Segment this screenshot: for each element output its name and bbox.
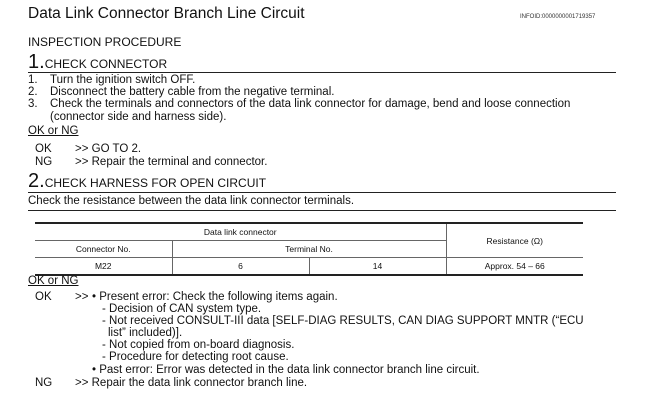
step1-heading: 1.CHECK CONNECTOR [28, 52, 167, 72]
step1-item-3: 3.Check the terminals and connectors of … [28, 98, 571, 110]
step1-item-3-cont: (connector side and harness side). [50, 111, 227, 123]
procedure-heading: INSPECTION PROCEDURE [28, 35, 182, 49]
ok-or-ng-label: OK or NG [28, 275, 79, 287]
header-resistance: Resistance (Ω) [445, 222, 583, 258]
ok-line: • Past error: Error was detected in the … [92, 364, 480, 376]
cell: Approx. 54 – 66 [445, 257, 583, 276]
header-group: Data link connector [35, 222, 447, 241]
divider [28, 210, 616, 211]
instruction: Check the resistance between the data li… [28, 195, 355, 207]
header-connector-no: Connector No. [35, 240, 173, 258]
info-id: INFOID:0000000001719357 [520, 14, 596, 20]
ok-line: - Decision of CAN system type. [102, 303, 262, 315]
ok-line: - Procedure for detecting root cause. [102, 351, 289, 363]
ok-line: • Present error: Check the following ite… [92, 291, 338, 303]
ok-label: OK [35, 143, 52, 155]
ok-line: - Not received CONSULT-III data [SELF-DI… [102, 315, 584, 327]
page-title: Data Link Connector Branch Line Circuit [28, 5, 305, 22]
ok-line: - Not copied from on-board diagnosis. [102, 339, 295, 351]
step-number: 1. [28, 51, 45, 73]
cell: 14 [308, 257, 447, 276]
header-terminal-no: Terminal No. [171, 240, 446, 258]
ok-or-ng-label: OK or NG [28, 125, 79, 137]
divider [28, 192, 616, 193]
cell: 6 [171, 257, 310, 276]
step1-item-2: 2.Disconnect the battery cable from the … [28, 86, 335, 98]
ok-action: >> GO TO 2. [75, 143, 142, 155]
step-title: CHECK HARNESS FOR OPEN CIRCUIT [44, 176, 267, 190]
cell: M22 [35, 257, 173, 276]
ng-action: >> Repair the data link connector branch… [75, 377, 308, 389]
ok-label: OK [35, 291, 52, 303]
step1-item-1: 1.Turn the ignition switch OFF. [28, 74, 196, 86]
step-number: 2. [28, 170, 45, 192]
ok-arrow: >> [75, 291, 89, 303]
ng-label: NG [35, 377, 53, 389]
ok-line: list” included)]. [108, 327, 183, 339]
step-title: CHECK CONNECTOR [44, 57, 168, 71]
step2-heading: 2.CHECK HARNESS FOR OPEN CIRCUIT [28, 171, 266, 191]
divider [28, 72, 616, 73]
ng-action: >> Repair the terminal and connector. [75, 156, 268, 168]
ng-label: NG [35, 156, 53, 168]
